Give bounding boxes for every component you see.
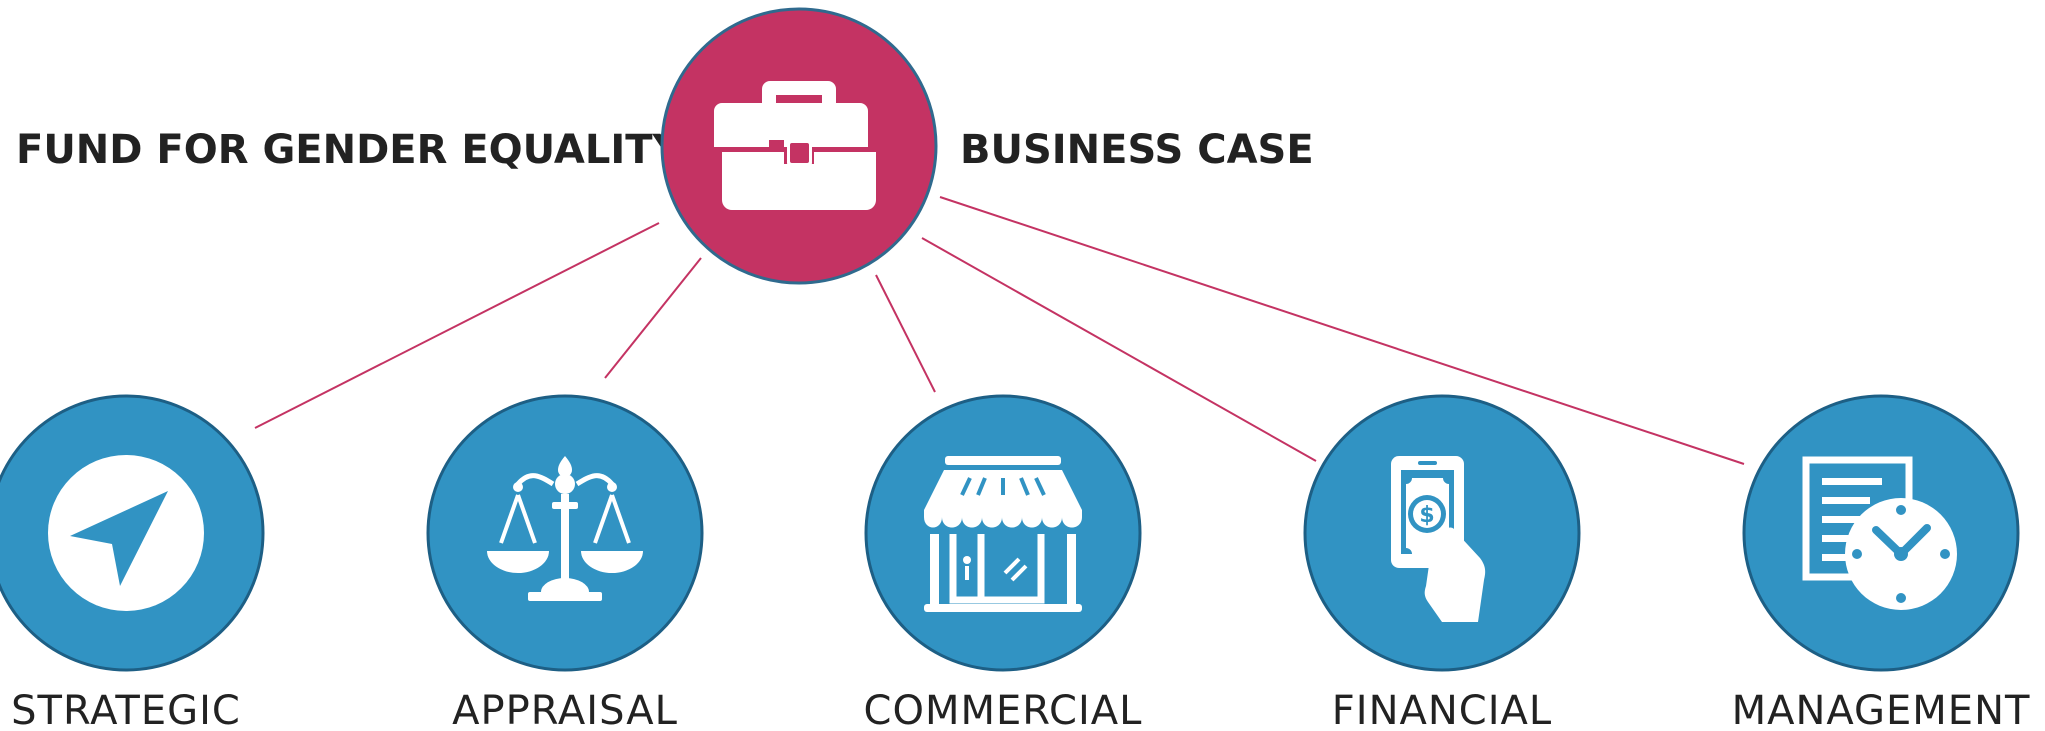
hand-holding-phone-money-icon: $ [1391, 456, 1486, 622]
node-label-financial: FINANCIAL [1332, 688, 1552, 731]
svg-text:$: $ [1419, 503, 1434, 528]
briefcase-icon [714, 81, 876, 210]
node-label-management: MANAGEMENT [1732, 688, 2031, 731]
connector-financial [921, 237, 1317, 462]
connector-strategic [254, 222, 660, 429]
node-label-commercial: COMMERCIAL [864, 688, 1143, 731]
balance-scale-icon [487, 456, 643, 601]
diagram-title-right: BUSINESS CASE [960, 127, 1314, 173]
connector-management [939, 196, 1745, 465]
storefront-icon [924, 456, 1082, 612]
connectors [254, 196, 1745, 465]
node-appraisal: APPRAISAL [426, 394, 704, 731]
node-label-appraisal: APPRAISAL [452, 688, 678, 731]
node-label-strategic: STRATEGIC [11, 688, 241, 731]
node-strategic: STRATEGIC [0, 394, 265, 731]
node-management: MANAGEMENT [1732, 394, 2031, 731]
connector-appraisal [604, 257, 702, 379]
connector-commercial [875, 274, 936, 393]
hub-node [660, 7, 938, 285]
node-financial: $ FINANCIAL [1303, 394, 1581, 731]
navigation-arrow-icon [48, 455, 204, 611]
node-circle-commercial [864, 394, 1142, 672]
document-clock-icon [1802, 456, 1957, 610]
diagram-title-left: FUND FOR GENDER EQUALITY [16, 127, 683, 173]
node-commercial: COMMERCIAL [864, 394, 1143, 731]
